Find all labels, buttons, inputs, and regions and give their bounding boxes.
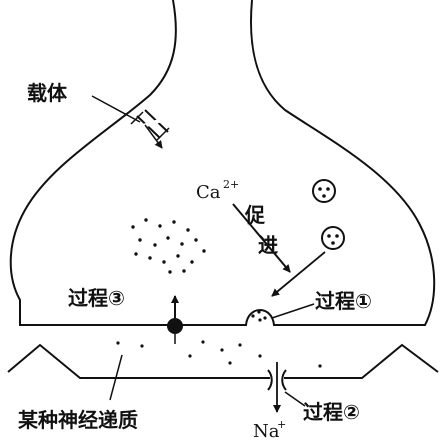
process1-pointer	[272, 304, 314, 318]
sodium-label: Na	[253, 421, 280, 442]
process-2-label: 过程②	[303, 400, 360, 424]
presynaptic-membrane	[11, 0, 434, 325]
process-3-label: 过程③	[68, 286, 125, 310]
neurotransmitter-label: 某种神经递质	[18, 408, 138, 432]
vesicle-2	[322, 227, 344, 249]
reuptake-transporter	[167, 318, 183, 334]
process-1-label: 过程①	[315, 289, 372, 313]
promote-label-2: 进	[258, 233, 278, 257]
promote-label-1: 促	[244, 203, 266, 227]
carrier-label: 载体	[27, 81, 68, 105]
reuptake-particles	[131, 218, 205, 273]
carrier-channel	[131, 110, 169, 140]
calcium-label: Ca	[196, 182, 221, 203]
calcium-charge-label: 2+	[223, 178, 239, 191]
process2-pointer	[285, 392, 305, 406]
vesicle-1	[313, 180, 335, 202]
cleft-neurotransmitter	[116, 340, 321, 367]
sodium-charge-label: +	[277, 418, 286, 431]
